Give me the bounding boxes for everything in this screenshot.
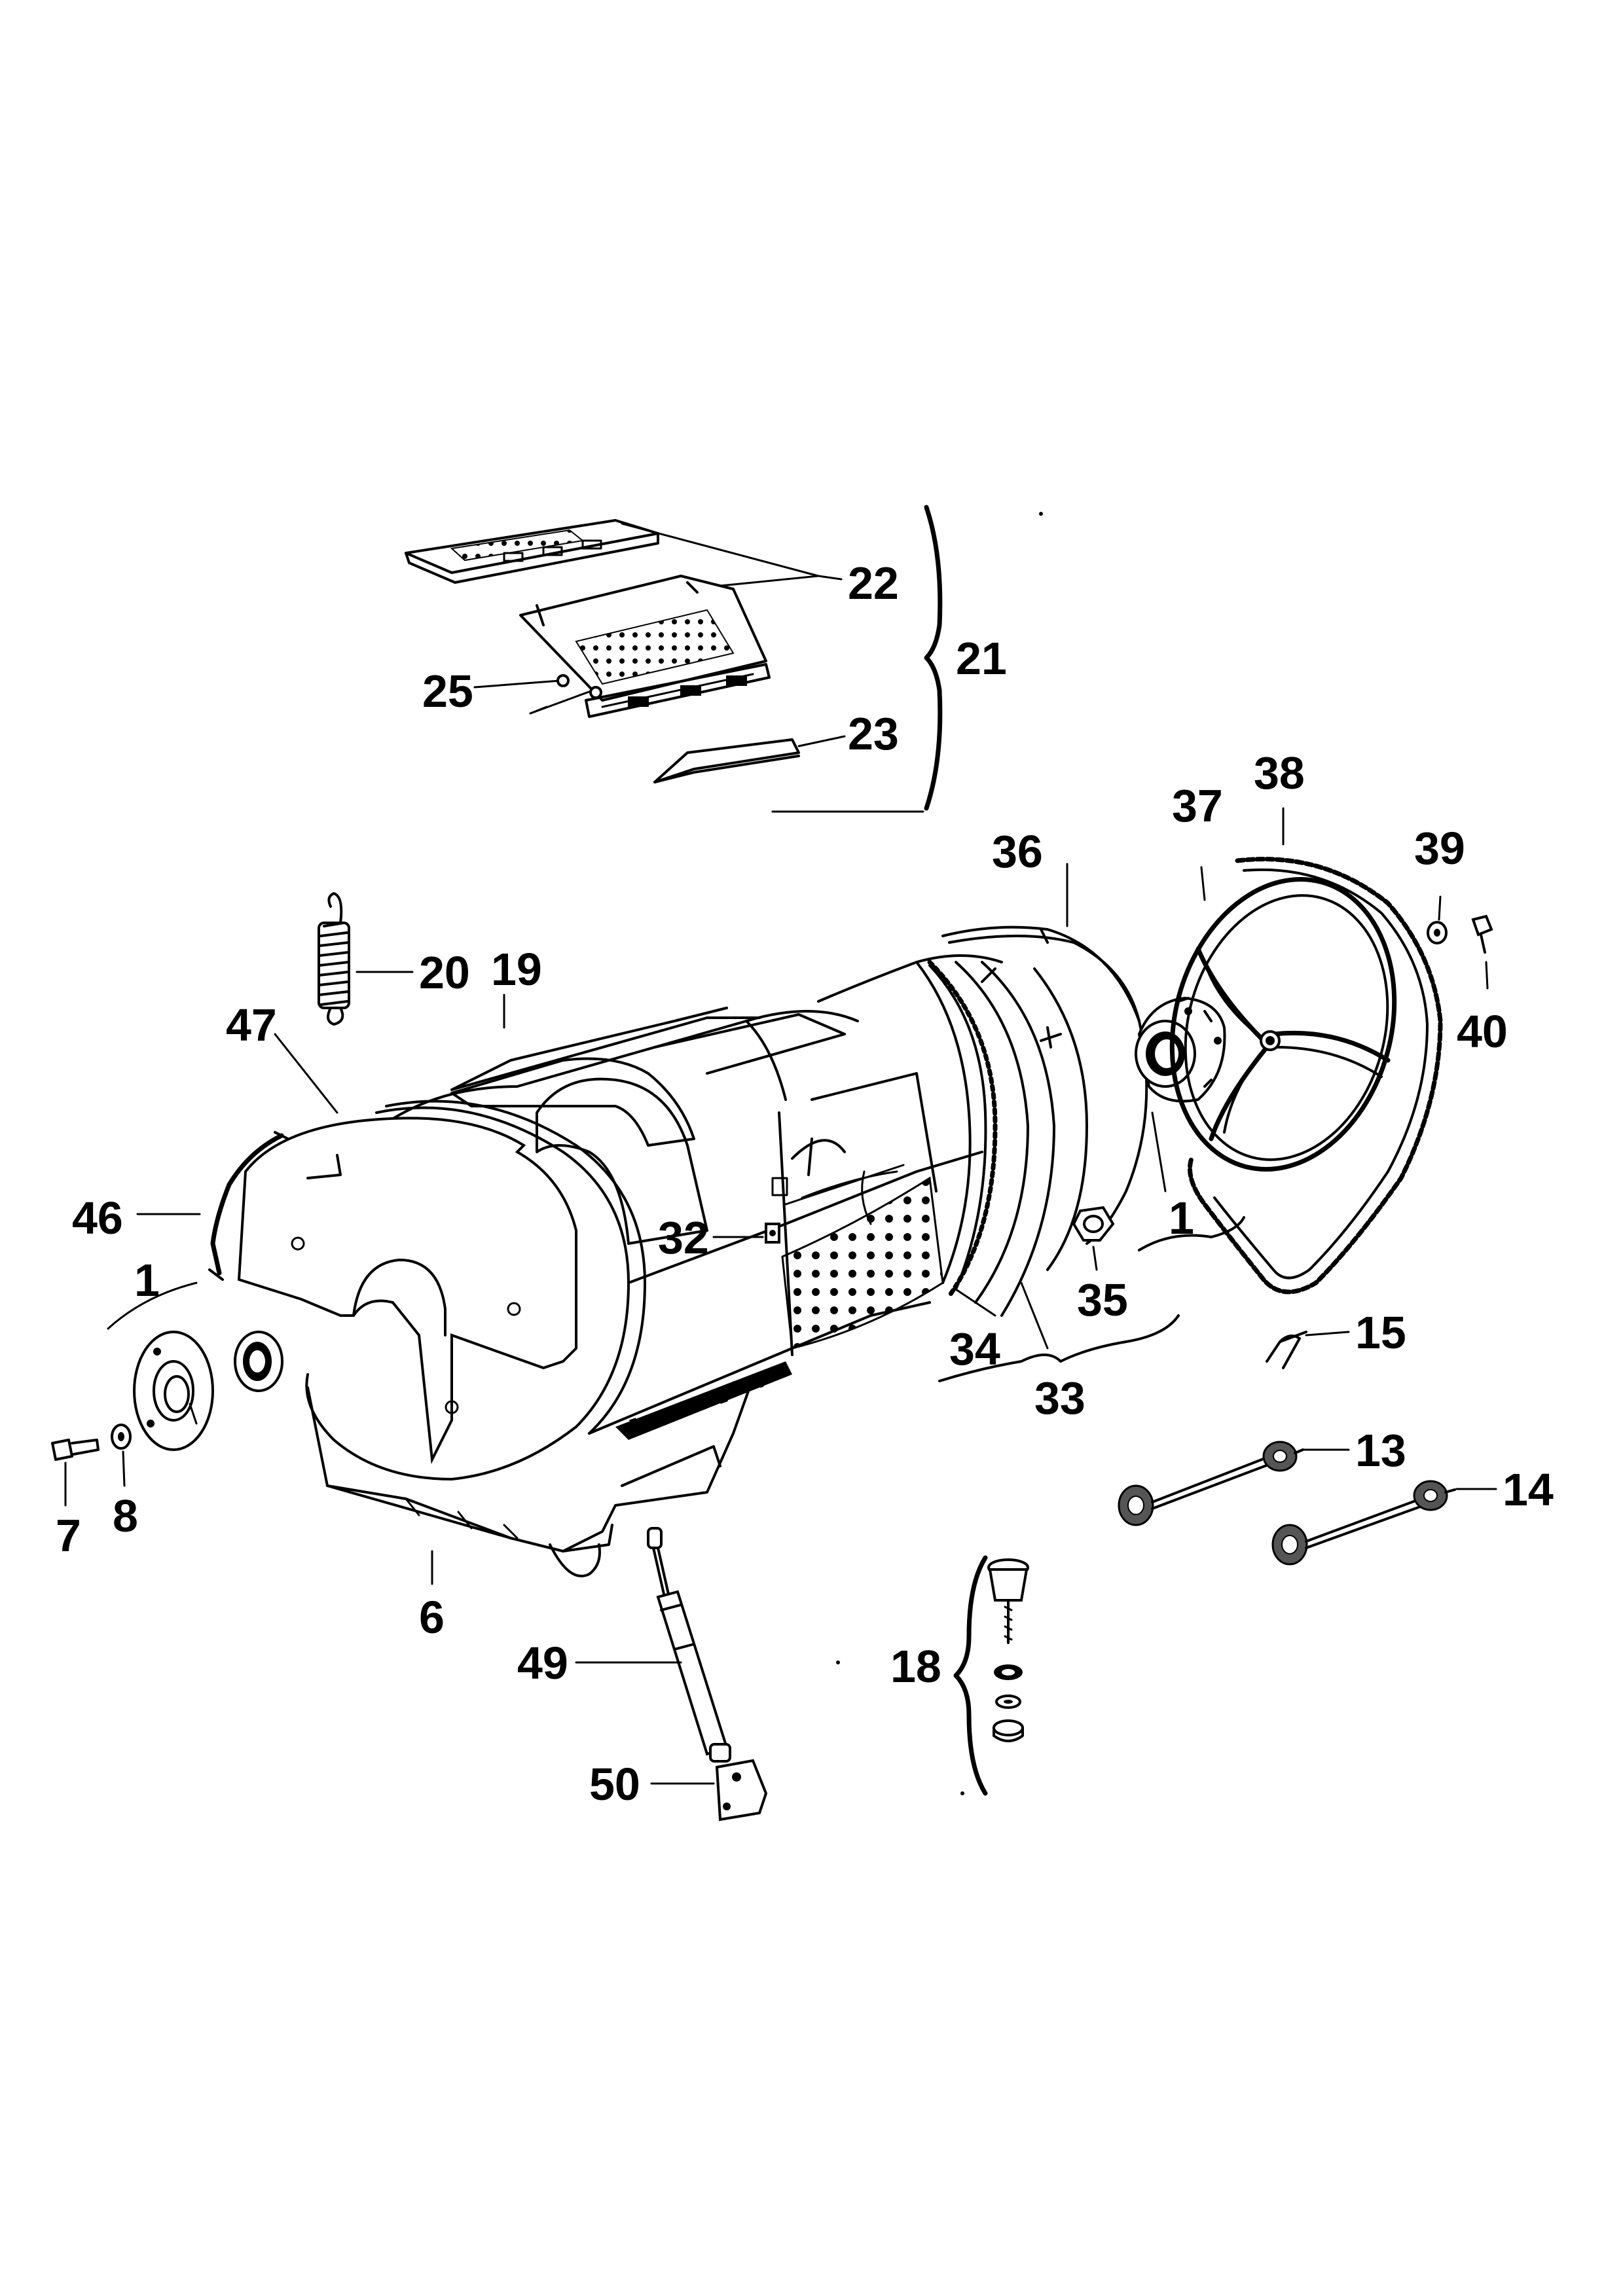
label-18: 18 — [890, 1641, 941, 1692]
label-32: 32 — [658, 1212, 709, 1263]
label-22: 22 — [848, 558, 899, 609]
label-37: 37 — [1172, 780, 1223, 831]
part-40-screw — [1471, 914, 1493, 990]
label-21: 21 — [956, 633, 1007, 684]
label-39: 39 — [1414, 823, 1465, 874]
part-23-baffle — [653, 735, 846, 783]
label-40: 40 — [1457, 1006, 1508, 1057]
part-22-panel-lower — [519, 575, 771, 718]
label-25: 25 — [422, 666, 473, 717]
part-22-leader — [621, 522, 843, 587]
part-20-spring — [318, 892, 414, 1026]
label-34: 34 — [949, 1323, 1000, 1374]
label-38: 38 — [1254, 747, 1305, 798]
label-6: 6 — [419, 1592, 445, 1643]
part-46-bracket — [136, 1131, 289, 1281]
part-22-panel-upper — [405, 519, 659, 584]
part-38-belt — [1188, 807, 1443, 1295]
label-1-rear: 1 — [1169, 1193, 1194, 1244]
label-33: 33 — [1034, 1372, 1085, 1424]
label-14: 14 — [1503, 1464, 1554, 1515]
part-14-rod — [1271, 1480, 1497, 1566]
label-7: 7 — [56, 1510, 81, 1561]
label-50: 50 — [589, 1759, 640, 1810]
label-8: 8 — [113, 1490, 138, 1541]
label-35: 35 — [1077, 1274, 1128, 1325]
part-33-brace — [938, 1282, 1180, 1382]
part-32-clip — [712, 1223, 780, 1244]
part-7-bolt — [51, 1439, 100, 1507]
label-46: 46 — [72, 1193, 123, 1244]
tub-assembly — [237, 925, 1148, 1577]
part-35-nut — [1072, 1206, 1115, 1271]
scan-specks — [836, 512, 1043, 1795]
part-25-clips — [473, 674, 602, 715]
label-13: 13 — [1355, 1425, 1406, 1476]
label-47: 47 — [226, 999, 277, 1050]
part-1-front-flange — [107, 1282, 283, 1451]
part-37-pulley — [1169, 866, 1397, 1172]
part-21-brace — [924, 505, 943, 811]
label-15: 15 — [1355, 1307, 1406, 1358]
label-36: 36 — [992, 826, 1043, 877]
part-15-clip — [1266, 1331, 1350, 1369]
part-49-shock-absorber — [575, 1527, 731, 1763]
label-23: 23 — [848, 708, 899, 759]
part-labels: 22 21 25 23 36 37 38 39 40 20 19 47 46 1… — [56, 558, 1554, 1810]
part-39-washer — [1427, 895, 1448, 944]
leader-lines — [431, 810, 1068, 1585]
label-19: 19 — [491, 944, 542, 995]
part-50-bracket — [650, 1759, 768, 1821]
part-8-washer — [111, 1424, 132, 1487]
part-13-rod — [1118, 1441, 1350, 1526]
part-47-leader — [274, 1033, 338, 1114]
label-49: 49 — [517, 1638, 568, 1689]
label-1-front: 1 — [134, 1255, 160, 1306]
label-20: 20 — [419, 947, 470, 998]
part-18-foot-assembly — [953, 1555, 1029, 1796]
